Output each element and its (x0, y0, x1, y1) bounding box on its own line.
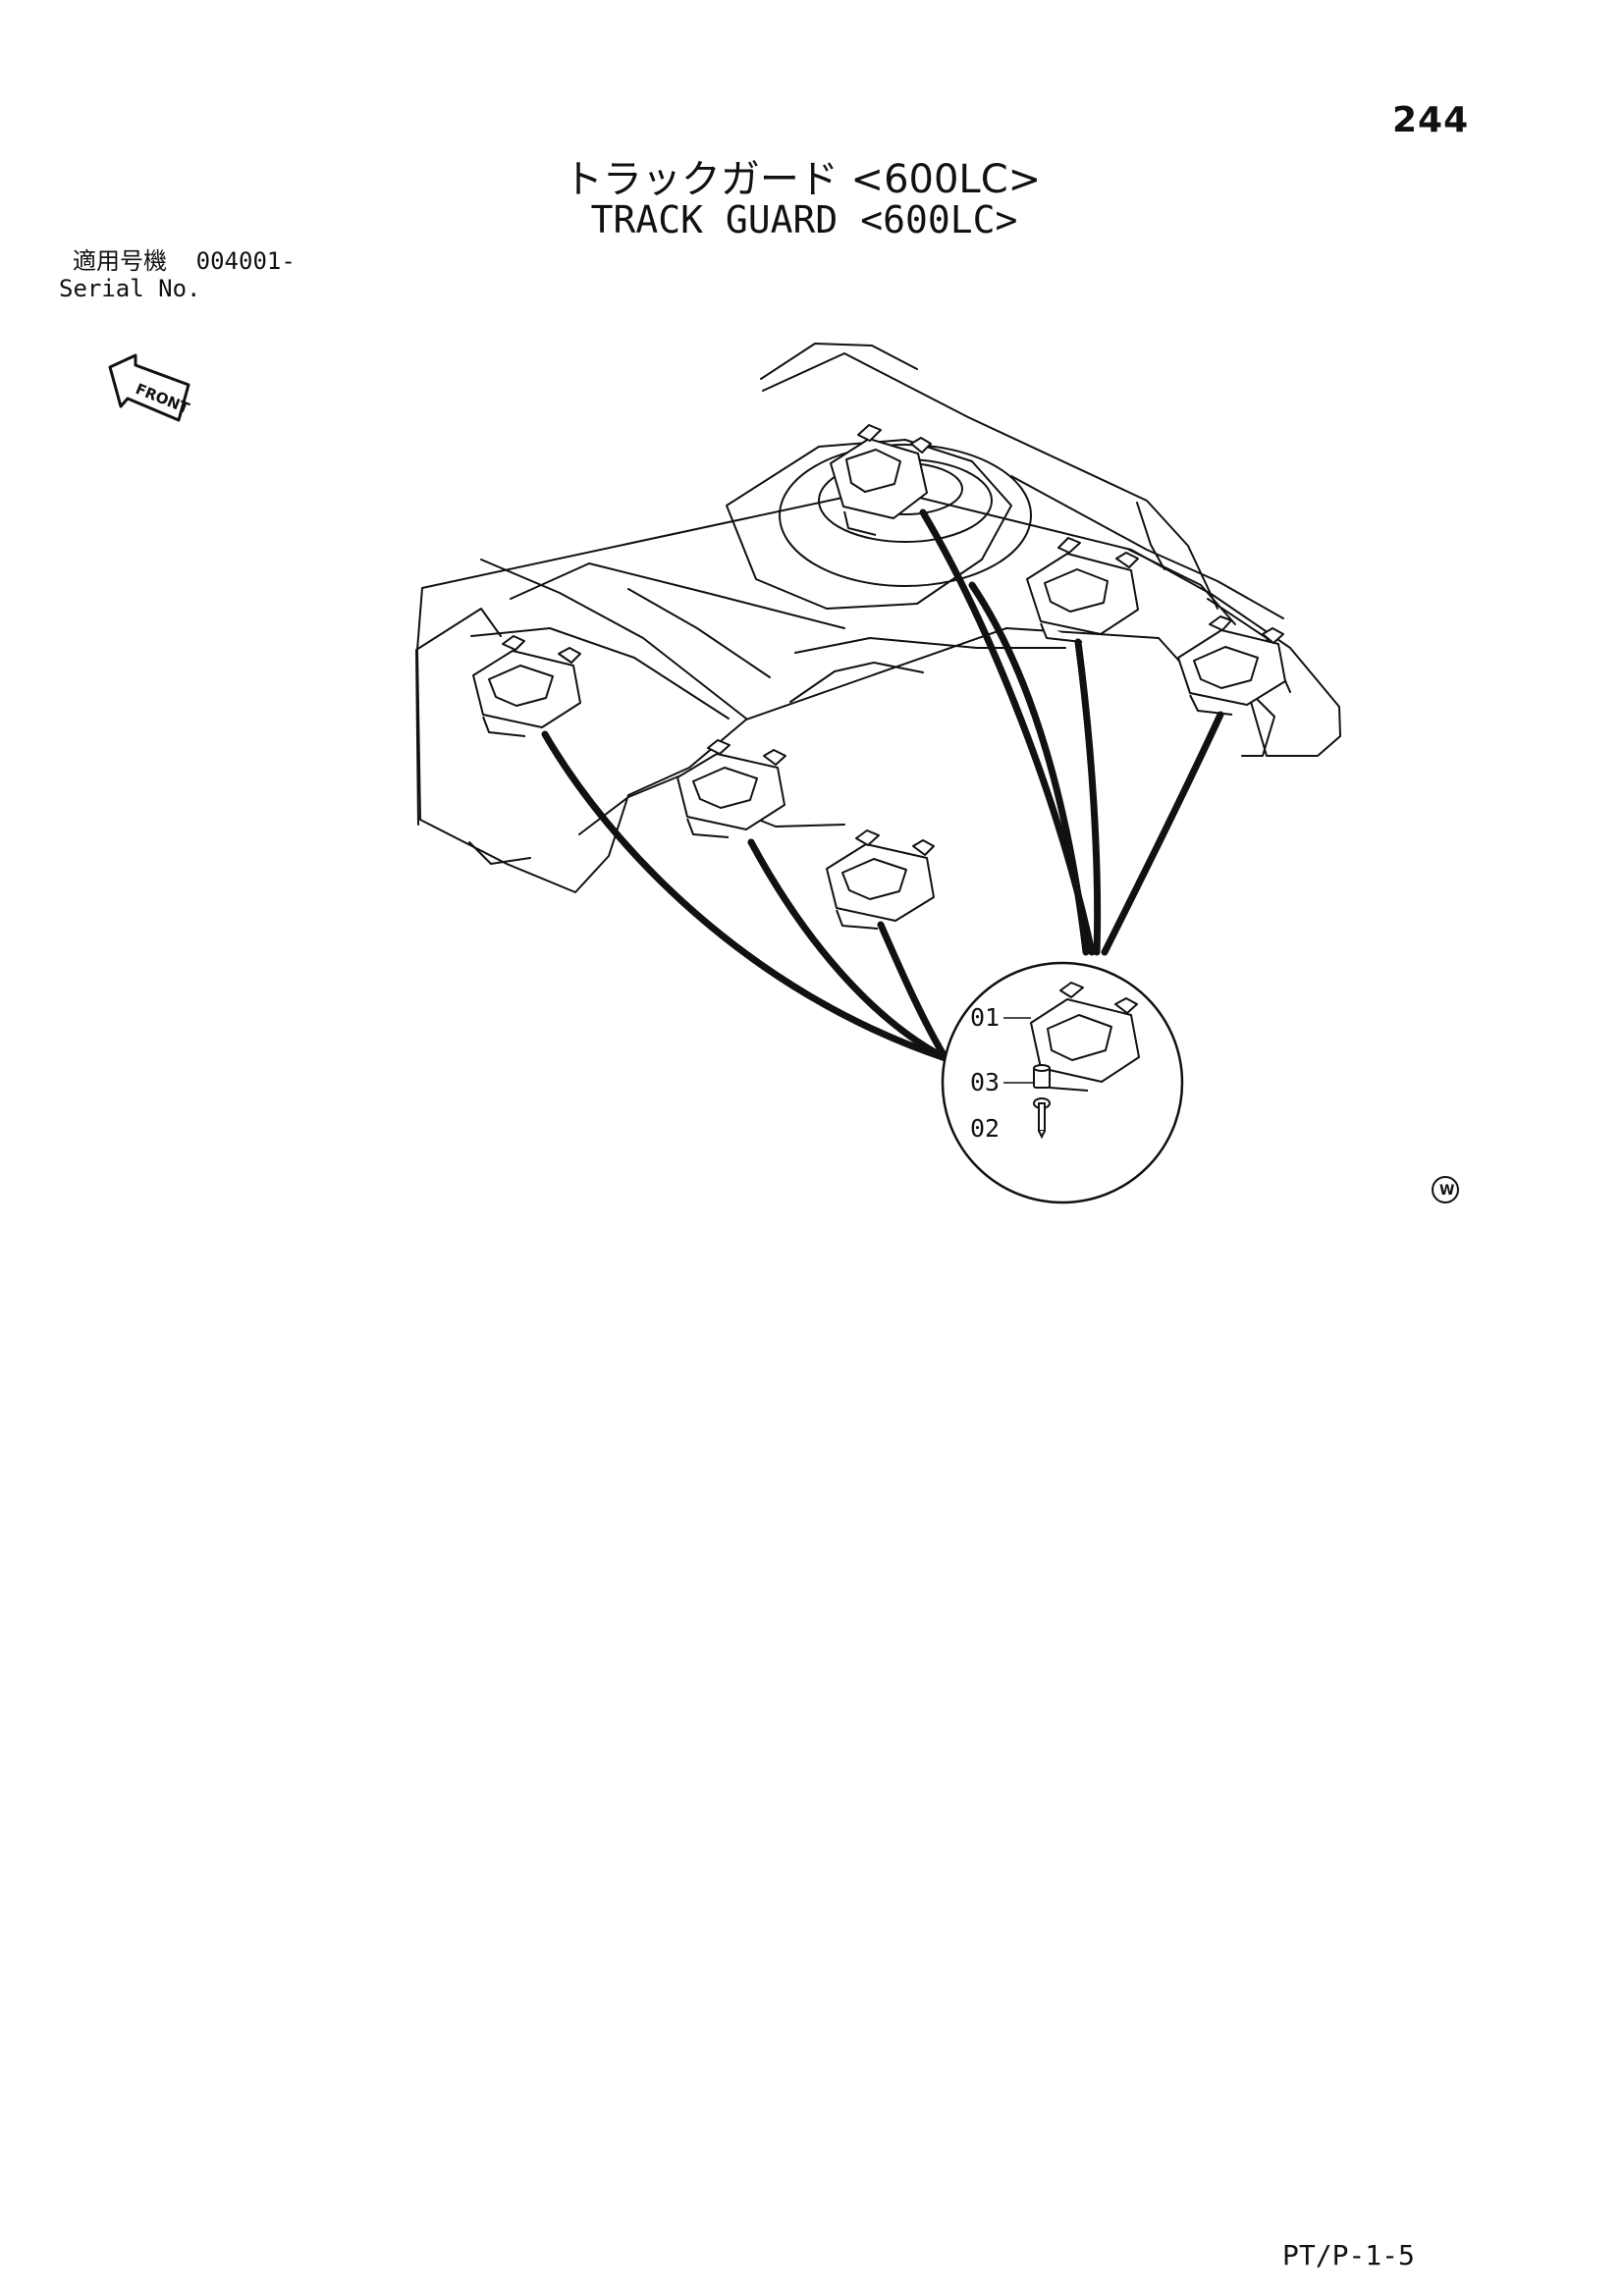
detail-callout-circle: 01 03 02 (941, 961, 1184, 1204)
track-guard-upper-center-icon (830, 424, 932, 536)
page-number: 244 (1392, 100, 1470, 140)
track-guard-detail-icon (1030, 982, 1140, 1092)
track-guard-right-front-icon (1026, 537, 1139, 643)
track-guard-left-front-icon (826, 829, 935, 930)
w-mark-icon: W (1432, 1176, 1459, 1203)
serial-label-en: Serial No. (59, 275, 201, 302)
spacer-icon (1033, 1064, 1051, 1089)
callout-02: 02 (970, 1114, 1000, 1143)
leader-lines (541, 508, 1224, 1062)
serial-range: 004001- (195, 247, 296, 275)
bolt-icon (1033, 1097, 1051, 1140)
callout-leaders (1003, 1017, 1033, 1084)
callout-03: 03 (970, 1068, 1000, 1096)
track-frame-assembly (415, 343, 1341, 893)
page-title-jp: トラックガード <600LC> (563, 157, 1042, 202)
serial-label-jp: 適用号機 (73, 247, 167, 275)
callout-01: 01 (970, 1003, 1000, 1032)
serial-block: 適用号機 004001- Serial No. (59, 247, 296, 302)
page-title-en: TRACK GUARD <600LC> (590, 198, 1018, 241)
track-guard-left-middle-icon (677, 739, 786, 838)
track-guard-right-rear-icon (1177, 615, 1286, 716)
footer-code: PT/P-1-5 (1282, 2239, 1415, 2271)
w-mark-label: W (1439, 1183, 1454, 1199)
track-guard-left-rear-icon (472, 635, 581, 737)
front-arrow-icon: FRONT (108, 353, 192, 422)
track-guard-diagram: FRONT (108, 343, 1459, 1204)
